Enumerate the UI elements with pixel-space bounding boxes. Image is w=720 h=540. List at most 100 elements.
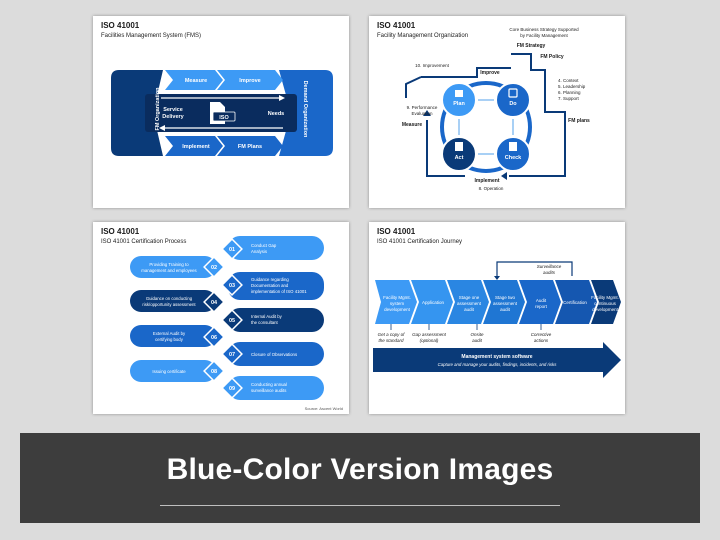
- stage-4-chevron: [483, 280, 525, 324]
- stage-4-text: audit: [500, 307, 511, 312]
- core-strategy-line2: by Facility Management: [520, 33, 568, 38]
- note-2-text: Gap assessment: [412, 332, 447, 337]
- implement-label: Implement: [182, 144, 210, 150]
- plan-icon: [455, 90, 463, 97]
- step-06-pill: [130, 325, 216, 347]
- step-07-diamond: [221, 343, 243, 365]
- step-04-pill: [130, 290, 216, 312]
- stage-3-chevron: [447, 280, 489, 324]
- iso-document-icon: [210, 102, 236, 124]
- step-02-diamond: [203, 256, 225, 278]
- plan-circle: [441, 82, 477, 118]
- stage-2-text: Application: [422, 300, 445, 305]
- banner-underline: [160, 505, 560, 506]
- step-09-text: surveillance audits: [251, 388, 286, 393]
- improve-label: Improve: [239, 78, 260, 84]
- note-4-text: Corrective: [531, 332, 552, 337]
- slide-subtitle: Facilities Management System (FMS): [101, 33, 202, 39]
- slide-thumbnail-fm-organization[interactable]: ISO 41001 Facility Management Organizati…: [369, 16, 625, 208]
- surveillance-line1: Surveillance: [537, 264, 562, 269]
- slide-thumbnail-certification-journey[interactable]: ISO 41001 ISO 41001 Certification Journe…: [369, 222, 625, 414]
- do-label: Do: [509, 101, 517, 107]
- leadership-item: 5. Leadership: [558, 84, 586, 89]
- fm-policy-label: FM Policy: [540, 54, 564, 60]
- do-circle: [495, 82, 531, 118]
- planning-item: 6. Planning: [558, 90, 581, 95]
- act-label: Act: [455, 155, 464, 161]
- slide-thumbnail-certification-process[interactable]: ISO 41001 ISO 41001 Certification Proces…: [93, 222, 349, 414]
- stage-6-text: Certification: [563, 300, 587, 305]
- service-label: Service: [163, 107, 183, 113]
- performance-line2: Evaluation: [411, 111, 433, 116]
- step-01-number: 01: [229, 247, 235, 253]
- step-07-text: Closure of Observations: [251, 352, 297, 357]
- step-05-pill: [228, 308, 324, 332]
- stage-3-text: Stage one: [459, 295, 480, 300]
- stage-2-chevron: [411, 280, 453, 324]
- journey-diagram: Surveillance audits Facility Mgmt. syste…: [373, 261, 621, 378]
- step-08-pill: [130, 360, 216, 382]
- step-07-number: 07: [229, 352, 235, 358]
- iso-label: ISO: [219, 115, 229, 121]
- core-strategy-line1: Core Business Strategy Supported: [509, 27, 579, 32]
- step-03-text: Guidance regarding: [251, 277, 289, 282]
- step-03-number: 03: [229, 283, 235, 289]
- implement-chevron: [165, 136, 223, 156]
- stage-3-text: audit: [464, 307, 475, 312]
- fm-organization-block: [111, 70, 163, 156]
- step-09-text: Conducting annual: [251, 382, 287, 387]
- step-04-diamond: [203, 291, 225, 313]
- slide-subtitle: ISO 41001 Certification Process: [101, 239, 187, 245]
- measure-label: Measure: [185, 78, 207, 84]
- check-icon: [509, 142, 517, 151]
- step-08-number: 08: [211, 369, 217, 375]
- stage-7-text: Facility Mgmt.: [591, 295, 619, 300]
- note-1-text: Get a copy of: [378, 332, 406, 337]
- mss-subtitle: Capture and manage your audits, findings…: [438, 362, 558, 367]
- step-01-pill: [228, 236, 324, 260]
- banner-title: Blue-Color Version Images: [166, 453, 554, 486]
- stage-4-text: Stage two: [495, 295, 516, 300]
- improve-chevron: [217, 70, 283, 90]
- check-label: Check: [505, 155, 522, 161]
- step-09-number: 09: [229, 386, 235, 392]
- needs-label: Needs: [268, 111, 285, 117]
- note-4-text: actions: [534, 338, 549, 343]
- stage-1-text: development: [384, 307, 411, 312]
- step-05-text: the consultant: [251, 320, 279, 325]
- context-item: 4. Context: [558, 78, 579, 83]
- step-04-text: risk/opportunity assessment: [142, 302, 196, 307]
- slide-title: ISO 41001: [377, 227, 416, 236]
- check-circle: [495, 136, 531, 172]
- do-icon: [508, 88, 518, 98]
- measure-chevron: [165, 70, 223, 90]
- fm-organization-label: FM Organization: [155, 87, 161, 131]
- demand-organization-block: [279, 70, 333, 156]
- source-note: Source: Ascent World: [305, 406, 343, 411]
- stage-7-text: continuous: [594, 301, 617, 306]
- note-3-text: Onsite: [470, 332, 484, 337]
- step-09-diamond: [221, 377, 243, 399]
- stage-5-text: Audit: [536, 298, 547, 303]
- fm-strategy-label: FM Strategy: [517, 43, 546, 49]
- step-05-number: 05: [229, 318, 235, 324]
- slide-title: ISO 41001: [101, 21, 140, 30]
- step-06-number: 06: [211, 335, 217, 341]
- mss-title: Management system software: [461, 354, 532, 360]
- act-circle: [441, 136, 477, 172]
- step-03-text: implementation of ISO 41001: [251, 289, 307, 294]
- pdca-diagram: Plan Do Check Act Core Business Strategy…: [402, 27, 590, 191]
- slide-subtitle: ISO 41001 Certification Journey: [377, 239, 463, 245]
- step-01-text: Analysis: [251, 249, 267, 254]
- fms-diagram: FM Organization Demand Organization Meas…: [111, 70, 333, 156]
- slide-thumbnail-fms[interactable]: ISO 41001 Facilities Management System (…: [93, 16, 349, 208]
- process-steps: 01 02 03 04 05 06 07 08 09 Conduct Gap A…: [130, 236, 343, 411]
- stage-3-text: assessment: [457, 301, 482, 306]
- stage-7-chevron: [591, 280, 621, 324]
- implement-label: Implement: [474, 178, 499, 184]
- step-08-text: Issuing certificate: [152, 369, 186, 374]
- step-03-diamond: [221, 274, 243, 296]
- step-04-number: 04: [211, 300, 218, 306]
- step-06-diamond: [203, 326, 225, 348]
- stage-7-text: development: [592, 307, 619, 312]
